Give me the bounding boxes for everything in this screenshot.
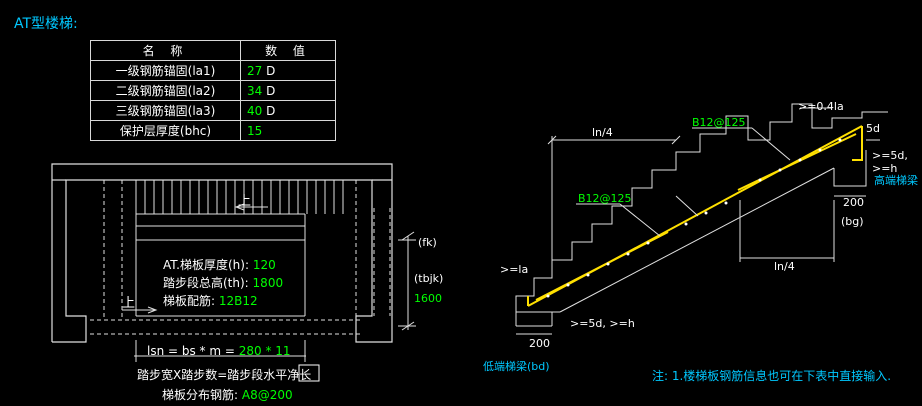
lsn-desc-a: 踏步宽X踏步数=踏步段水平 [137,368,288,382]
side-value[interactable]: 1600 [414,292,442,305]
lsn-input-box[interactable] [298,364,320,382]
row-unit: D [266,63,276,78]
lsn-label: lsn = bs * m = [147,344,235,358]
parameter-table: 名 称 数 值 一级钢筋锚固(la1) 27 D 二级钢筋锚固(la2) 34 … [90,40,336,141]
fk-label: (fk) [418,236,437,249]
rebar-label: 梯板配筋: [163,294,216,308]
bg-label: (bg) [841,215,864,228]
d5-bottom-label: >=5d, >=h [570,317,635,330]
dim-200-left: 200 [529,337,550,350]
plan-parameters: AT.梯板厚度(h): 120 踏步段总高(th): 1800 梯板配筋: 12… [163,256,283,310]
table-row[interactable]: 保护层厚度(bhc) 15 [90,120,336,141]
section-outline [515,103,888,327]
dim-200-right: 200 [843,196,864,209]
row-name: 三级钢筋锚固(la3) [90,100,241,121]
lsn-formula: lsn = bs * m = 280 * 11 [147,344,291,358]
up-label-top: 上 [238,194,252,209]
la-label: >=la [500,263,529,276]
dist-label: 梯板分布钢筋: [162,388,239,402]
distribution-rebar: 梯板分布钢筋: A8@200 [162,386,293,403]
high-beam-label: 高端梯梁 [874,174,918,187]
row-name: 一级钢筋锚固(la1) [90,60,241,81]
lsn-desc-b: 净长 [287,368,312,382]
row-unit: D [266,103,276,118]
dist-value[interactable]: A8@200 [241,388,293,402]
row-value-cell[interactable]: 40 D [240,100,336,121]
height-value[interactable]: 1800 [252,276,284,290]
low-beam-label: 低端梯梁(bd) [483,360,550,373]
section-dimensions [516,107,880,335]
rebar-mid-label[interactable]: B12@125 [578,192,632,205]
rebar-value[interactable]: 12B12 [218,294,258,308]
rebar-top-label[interactable]: B12@125 [692,116,746,129]
row-value[interactable]: 40 [247,103,263,118]
up-label-bottom: 上 [122,296,136,311]
thickness-value[interactable]: 120 [252,258,276,272]
up-arrow-icon [122,203,268,314]
table-header-value: 数 值 [240,40,336,61]
anchor-length-label: >=0.4la [798,100,844,113]
section-rebar-dots [546,138,842,298]
stair-treads [135,180,344,317]
leader-lines [576,127,791,237]
lsn-description: 踏步宽X踏步数=踏步段水平净长 [137,366,311,383]
lsn-value[interactable]: 280 * 11 [238,344,291,358]
d5-top-label: 5d [866,122,880,135]
section-rebar [527,125,863,307]
ln4-top-label: ln/4 [592,126,613,139]
row-value[interactable]: 27 [247,63,263,78]
stair-type-title: AT型楼梯: [14,16,78,32]
row-value[interactable]: 34 [247,83,263,98]
row-value[interactable]: 15 [247,123,263,138]
plan-side-dimension [398,231,416,331]
lsn-dimension [134,340,306,362]
row-value-cell[interactable]: 15 [240,120,336,141]
table-row[interactable]: 一级钢筋锚固(la1) 27 D [90,60,336,81]
note-text: 注: 1.楼梯板钢筋信息也可在下表中直接输入. [652,369,892,383]
tbjk-label: (tbjk) [414,272,444,285]
plan-walls [51,163,393,343]
row-name: 保护层厚度(bhc) [90,120,241,141]
height-label: 踏步段总高(th): [163,276,249,290]
plan-dashed-lines [90,180,391,335]
table-row[interactable]: 三级钢筋锚固(la3) 40 D [90,100,336,121]
d5-right-label: >=5d, >=h [872,149,908,175]
ln4-bottom-label: ln/4 [774,260,795,273]
row-unit: D [266,83,276,98]
thickness-label: AT.梯板厚度(h): [163,258,250,272]
